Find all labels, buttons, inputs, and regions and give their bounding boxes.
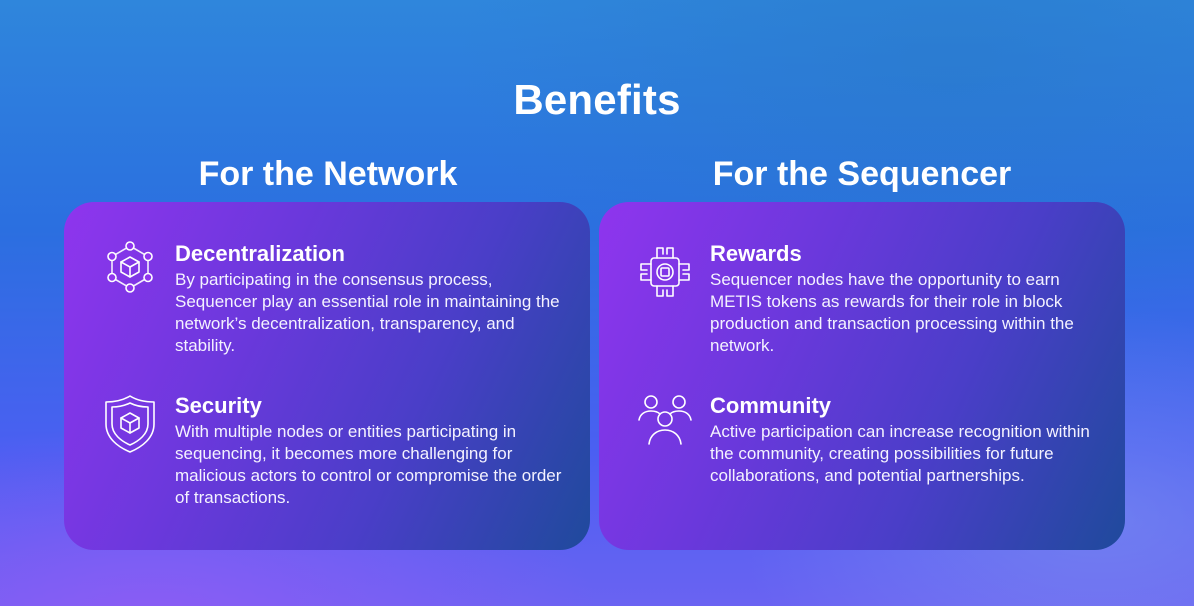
network-column-title: For the Network (198, 155, 458, 194)
people-icon (637, 392, 693, 456)
benefit-heading: Community (710, 393, 831, 418)
page-title: Benefits (513, 76, 681, 124)
sequencer-benefits-card: Rewards Sequencer nodes have the opportu… (599, 202, 1125, 550)
benefit-heading: Security (175, 393, 262, 418)
network-cube-icon (102, 240, 158, 304)
benefit-description: Active participation can increase recogn… (710, 422, 1090, 485)
network-benefits-card: Decentralization By participating in the… (64, 202, 590, 550)
benefit-heading: Rewards (710, 241, 802, 266)
benefit-heading: Decentralization (175, 241, 345, 266)
sequencer-column-title: For the Sequencer (712, 155, 1012, 194)
benefit-description: Sequencer nodes have the opportunity to … (710, 270, 1074, 355)
chip-icon (637, 240, 693, 304)
benefit-description: By participating in the consensus proces… (175, 270, 560, 355)
benefit-description: With multiple nodes or entities particip… (175, 422, 562, 507)
shield-cube-icon (102, 392, 158, 456)
